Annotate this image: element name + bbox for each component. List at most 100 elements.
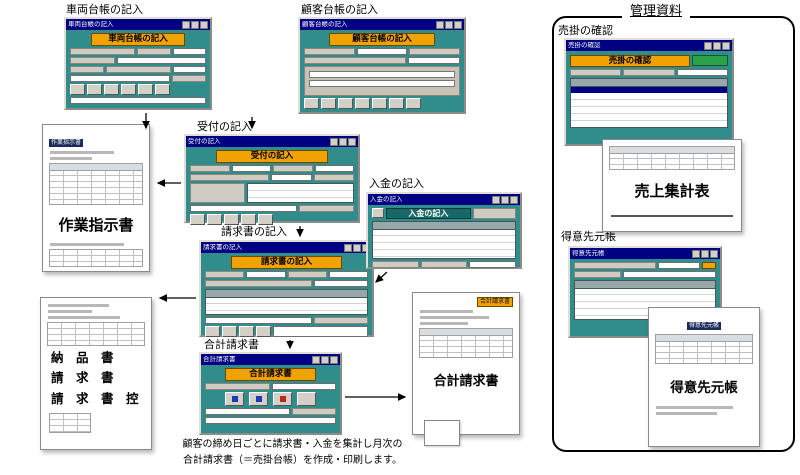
toolbar-button[interactable] [190, 214, 205, 226]
toolbar-button[interactable] [256, 326, 271, 338]
close-button[interactable] [297, 392, 316, 407]
payments-list[interactable] [372, 221, 516, 259]
titlebar[interactable]: 得意先元帳 [570, 248, 720, 259]
field[interactable] [313, 174, 354, 182]
toolbar-button[interactable] [138, 84, 153, 96]
toolbar-button[interactable] [338, 98, 353, 110]
field[interactable] [205, 383, 270, 391]
field[interactable] [372, 261, 419, 268]
toolbar-button[interactable] [241, 214, 256, 226]
close-icon[interactable] [510, 195, 518, 204]
toolbar-button[interactable] [70, 84, 85, 96]
toolbar-button[interactable] [104, 84, 119, 96]
toolbar-button[interactable] [87, 84, 102, 96]
field[interactable] [304, 57, 406, 65]
input-field[interactable] [658, 262, 700, 269]
close-icon[interactable] [200, 20, 208, 29]
field[interactable] [190, 165, 230, 173]
toolbar-button[interactable] [155, 84, 170, 96]
minimize-icon[interactable] [312, 355, 320, 364]
titlebar[interactable]: 入金の記入 [368, 194, 520, 205]
input-field[interactable] [172, 66, 206, 74]
input-field[interactable] [676, 69, 728, 76]
invoice-lines-list[interactable] [205, 289, 368, 316]
input-field[interactable] [309, 80, 455, 88]
close-icon[interactable] [330, 355, 338, 364]
input-field[interactable] [314, 165, 354, 173]
minimize-icon[interactable] [182, 20, 190, 29]
toolbar-button[interactable] [372, 98, 387, 110]
field[interactable] [409, 48, 461, 56]
titlebar[interactable]: 売掛の確認 [566, 40, 732, 51]
input-field[interactable] [408, 57, 460, 65]
minimize-icon[interactable] [704, 41, 712, 50]
field[interactable] [570, 69, 622, 76]
input-field[interactable] [205, 317, 312, 325]
field[interactable] [313, 317, 368, 325]
input-field[interactable] [309, 71, 455, 79]
input-field[interactable] [271, 383, 336, 391]
maximize-icon[interactable] [339, 137, 347, 146]
minimize-icon[interactable] [692, 249, 700, 258]
input-field[interactable] [356, 48, 408, 56]
toolbar-button[interactable] [121, 84, 136, 96]
field[interactable] [623, 69, 675, 76]
field[interactable] [472, 208, 516, 219]
print-button[interactable] [225, 392, 244, 407]
toolbar-button[interactable] [355, 98, 370, 110]
field[interactable] [205, 280, 312, 288]
input-field[interactable] [328, 271, 368, 279]
input-field[interactable] [190, 205, 298, 213]
field[interactable] [287, 271, 327, 279]
field[interactable] [304, 48, 355, 56]
input-field[interactable] [231, 165, 271, 173]
toolbar-button[interactable] [321, 98, 336, 110]
titlebar[interactable]: 請求書の記入 [201, 242, 372, 253]
toolbar-button[interactable] [207, 214, 222, 226]
close-icon[interactable] [722, 41, 730, 50]
field[interactable] [420, 261, 468, 268]
green-action-button[interactable] [692, 55, 728, 66]
minimize-icon[interactable] [492, 195, 500, 204]
titlebar[interactable]: 受付の記入 [186, 136, 358, 147]
field[interactable] [299, 205, 354, 213]
maximize-icon[interactable] [501, 195, 509, 204]
toolbar-button[interactable] [222, 326, 237, 338]
field[interactable] [190, 183, 245, 204]
field[interactable] [574, 271, 622, 278]
minimize-icon[interactable] [436, 20, 444, 29]
maximize-icon[interactable] [701, 249, 709, 258]
input-field[interactable] [246, 271, 286, 279]
orange-chip[interactable] [702, 262, 716, 269]
toolbar-button[interactable] [304, 98, 319, 110]
minimize-icon[interactable] [330, 137, 338, 146]
field[interactable] [205, 271, 245, 279]
field[interactable] [574, 262, 656, 269]
field[interactable] [70, 66, 104, 74]
close-icon[interactable] [710, 249, 718, 258]
aggregate-button[interactable] [273, 392, 292, 407]
toolbar-button[interactable] [205, 326, 220, 338]
maximize-icon[interactable] [321, 355, 329, 364]
maximize-icon[interactable] [713, 41, 721, 50]
maximize-icon[interactable] [191, 20, 199, 29]
field[interactable] [171, 75, 206, 83]
input-field[interactable] [205, 408, 291, 416]
maximize-icon[interactable] [445, 20, 453, 29]
selected-row[interactable] [571, 87, 727, 93]
input-field[interactable] [313, 280, 368, 288]
maximize-icon[interactable] [353, 243, 361, 252]
record-list[interactable] [246, 183, 354, 204]
field[interactable] [273, 165, 313, 173]
toolbar-button[interactable] [406, 98, 421, 110]
titlebar[interactable]: 車両台帳の記入 [66, 19, 210, 30]
toolbar-button[interactable] [389, 98, 404, 110]
field[interactable] [190, 174, 269, 182]
field[interactable] [70, 48, 135, 56]
titlebar[interactable]: 顧客台帳の記入 [300, 19, 464, 30]
toolbar-button[interactable] [258, 214, 273, 226]
input-field[interactable] [117, 57, 206, 65]
field[interactable] [292, 408, 336, 416]
titlebar[interactable]: 合計請求書 [201, 354, 340, 365]
input-field[interactable] [469, 261, 517, 268]
